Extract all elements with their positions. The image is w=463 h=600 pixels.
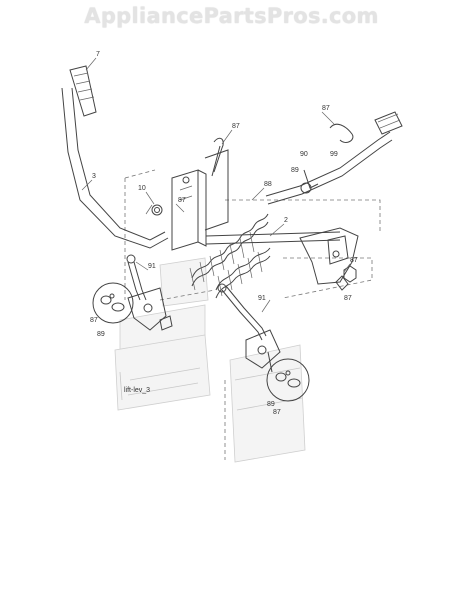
height-adjust-rod [265,111,403,205]
deck-frame-ghost [114,257,306,463]
reference-dash-lines [124,169,381,460]
torsion-spring [145,204,163,216]
callout-99: 99 [330,151,338,158]
pivot-bracket [171,149,229,251]
callout-87-lower: 87 [344,295,352,302]
callout-91-right: 91 [258,295,266,302]
right-lift-arm [217,283,281,373]
callout-7: 7 [96,51,100,58]
callout-2: 2 [284,217,288,224]
callout-87-right: 87 [273,409,281,416]
callout-89-left: 89 [97,331,105,338]
left-lift-arm [126,254,173,331]
callout-leaders [81,57,351,313]
lift-springs [189,213,271,299]
callout-91-left: 91 [148,263,156,270]
left-detail-circle [92,282,134,324]
right-detail-circle [266,358,310,402]
callout-87-top-right: 87 [322,105,330,112]
hairpin-clip-top [211,137,224,177]
site-watermark: AppliancePartsPros.com [84,4,379,28]
callout-88: 88 [264,181,272,188]
lift-shaft [205,227,359,291]
callout-87-clip: 87 [232,123,240,130]
lift-lever-handle [61,65,169,249]
nut-hardware-right [343,265,357,283]
callout-87-left: 87 [90,317,98,324]
callout-labels: 7 3 10 87 87 88 2 91 91 87 89 89 87 87 9… [90,51,358,416]
figure-code: lift-lev_3 [124,387,150,394]
callout-87-nut: 87 [350,257,358,264]
callout-90: 90 [300,151,308,158]
callout-87-spring: 87 [178,197,186,204]
callout-3: 3 [92,173,96,180]
callout-89-top: 89 [291,167,299,174]
callout-89-right: 89 [267,401,275,408]
callout-10: 10 [138,185,146,192]
